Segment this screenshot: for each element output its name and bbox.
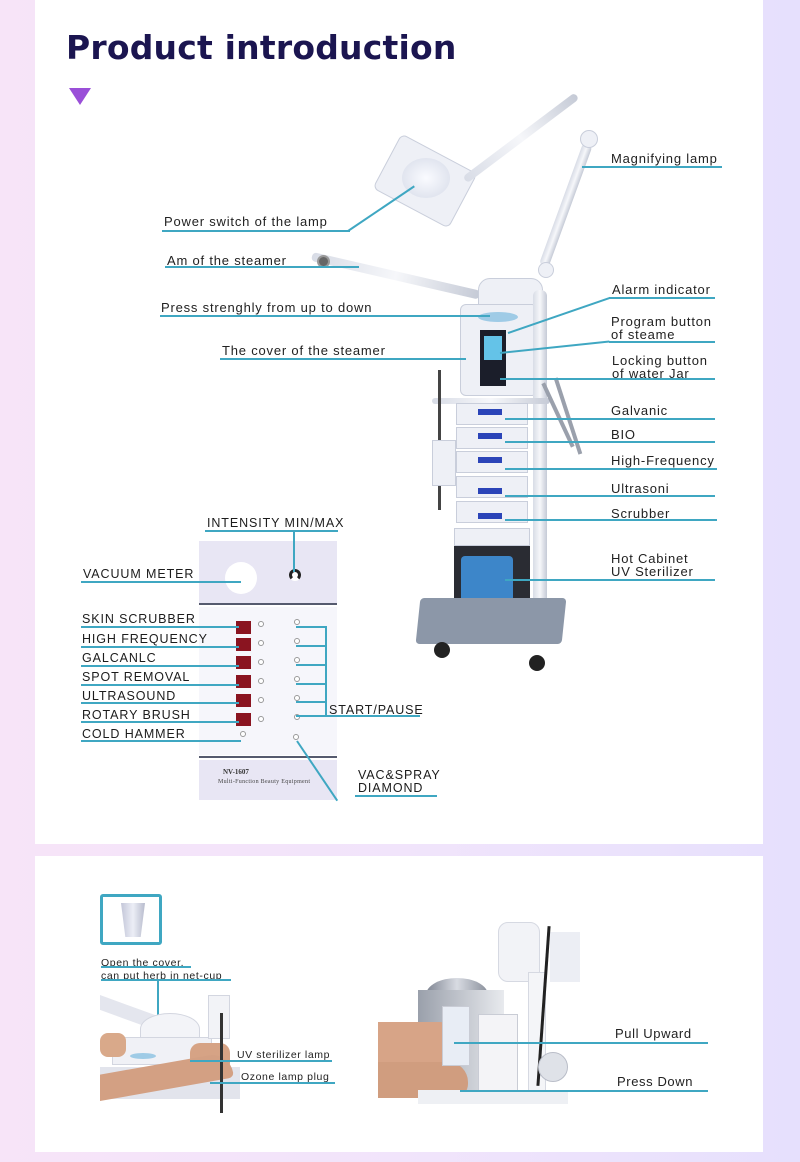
start-button[interactable] (294, 695, 300, 701)
machine-base (415, 598, 567, 644)
label-scrubber: Scrubber (611, 506, 671, 521)
label-magnifying-lamp: Magnifying lamp (611, 151, 718, 166)
label-galvanic-panel: GALCANLC (82, 651, 157, 665)
label-vac-spray: VAC&SPRAY DIAMOND (358, 768, 441, 795)
label-ultrasound: ULTRASOUND (82, 689, 177, 703)
magnifier-lens (402, 158, 450, 198)
wheel (529, 655, 545, 671)
display-ultrasound (236, 694, 251, 707)
label-rotary-brush: ROTARY BRUSH (82, 708, 191, 722)
button-dot[interactable] (258, 716, 264, 722)
steamer-logo (478, 312, 518, 322)
label-power-switch: Power switch of the lamp (164, 214, 328, 229)
label-steamer-arm: Am of the steamer (167, 253, 287, 268)
wheel (434, 642, 450, 658)
page-title: Product introduction (66, 28, 457, 67)
button-dot[interactable] (258, 697, 264, 703)
label-galvanic: Galvanic (611, 403, 668, 418)
start-button[interactable] (294, 657, 300, 663)
label-cold-hammer: COLD HAMMER (82, 727, 186, 741)
vac-spray-button[interactable] (293, 734, 299, 740)
label-high-frequency-panel: HIGH FREQUENCY (82, 632, 208, 646)
label-intensity: INTENSITY MIN/MAX (207, 516, 345, 530)
label-spot-removal: SPOT REMOVAL (82, 670, 191, 684)
display-spot-removal (236, 675, 251, 688)
lamp-joint (538, 262, 554, 278)
triangle-down-icon (69, 88, 91, 105)
label-locking-button: Locking button of water Jar (612, 353, 708, 381)
start-button[interactable] (294, 714, 300, 720)
button-dot[interactable] (258, 659, 264, 665)
start-button[interactable] (294, 619, 300, 625)
label-skin-scrubber: SKIN SCRUBBER (82, 612, 196, 626)
cabinet-header (454, 528, 530, 546)
label-high-frequency: High-Frequency (611, 453, 715, 468)
label-ozone-plug: Ozone lamp plug (241, 1071, 330, 1083)
water-jar-photo (378, 922, 588, 1107)
module-screen (478, 457, 502, 463)
label-program-button: Program button of steame (611, 314, 712, 342)
module-screen (478, 513, 502, 519)
panel-description: Multi-Function Beauty Equipment (218, 779, 311, 785)
steamer-cover-photo (100, 995, 250, 1120)
label-press-down: Press Down (617, 1074, 694, 1089)
button-dot[interactable] (258, 678, 264, 684)
label-alarm-indicator: Alarm indicator (612, 282, 711, 297)
button-dot[interactable] (258, 621, 264, 627)
start-button[interactable] (294, 638, 300, 644)
cold-hammer-button[interactable] (240, 731, 246, 737)
panel-model: NV-1607 (223, 768, 249, 776)
button-dot[interactable] (258, 640, 264, 646)
label-pull-upward: Pull Upward (615, 1026, 692, 1041)
net-cup-thumbnail (100, 894, 162, 945)
lamp-joint (580, 130, 598, 148)
label-ultrasonic: Ultrasoni (611, 481, 670, 496)
machine-pole (533, 290, 547, 630)
label-bio: BIO (611, 427, 636, 442)
vacuum-meter-dial (225, 562, 257, 594)
module-screen (478, 433, 502, 439)
label-uv-lamp: UV sterilizer lamp (237, 1049, 331, 1061)
module-scrubber (456, 501, 528, 523)
label-hot-cabinet: Hot Cabinet UV Sterilizer (611, 551, 694, 579)
label-start-pause: START/PAUSE (329, 703, 424, 717)
label-steamer-cover: The cover of the steamer (222, 343, 386, 358)
handle-bar (432, 398, 550, 404)
display-high-frequency (236, 638, 251, 651)
display-rotary-brush (236, 713, 251, 726)
cup-icon (121, 903, 145, 937)
module-screen (478, 409, 502, 415)
start-button[interactable] (294, 676, 300, 682)
label-vacuum-meter: VACUUM METER (83, 567, 195, 581)
module-ultrasonic (456, 476, 528, 498)
display-galvanic (236, 656, 251, 669)
tool-holder-left (432, 440, 456, 486)
label-press-down: Press strenghly from up to down (161, 300, 373, 315)
display-skin-scrubber (236, 621, 251, 634)
steamer-display (484, 336, 502, 360)
module-screen (478, 488, 502, 494)
intensity-knob (289, 569, 301, 581)
